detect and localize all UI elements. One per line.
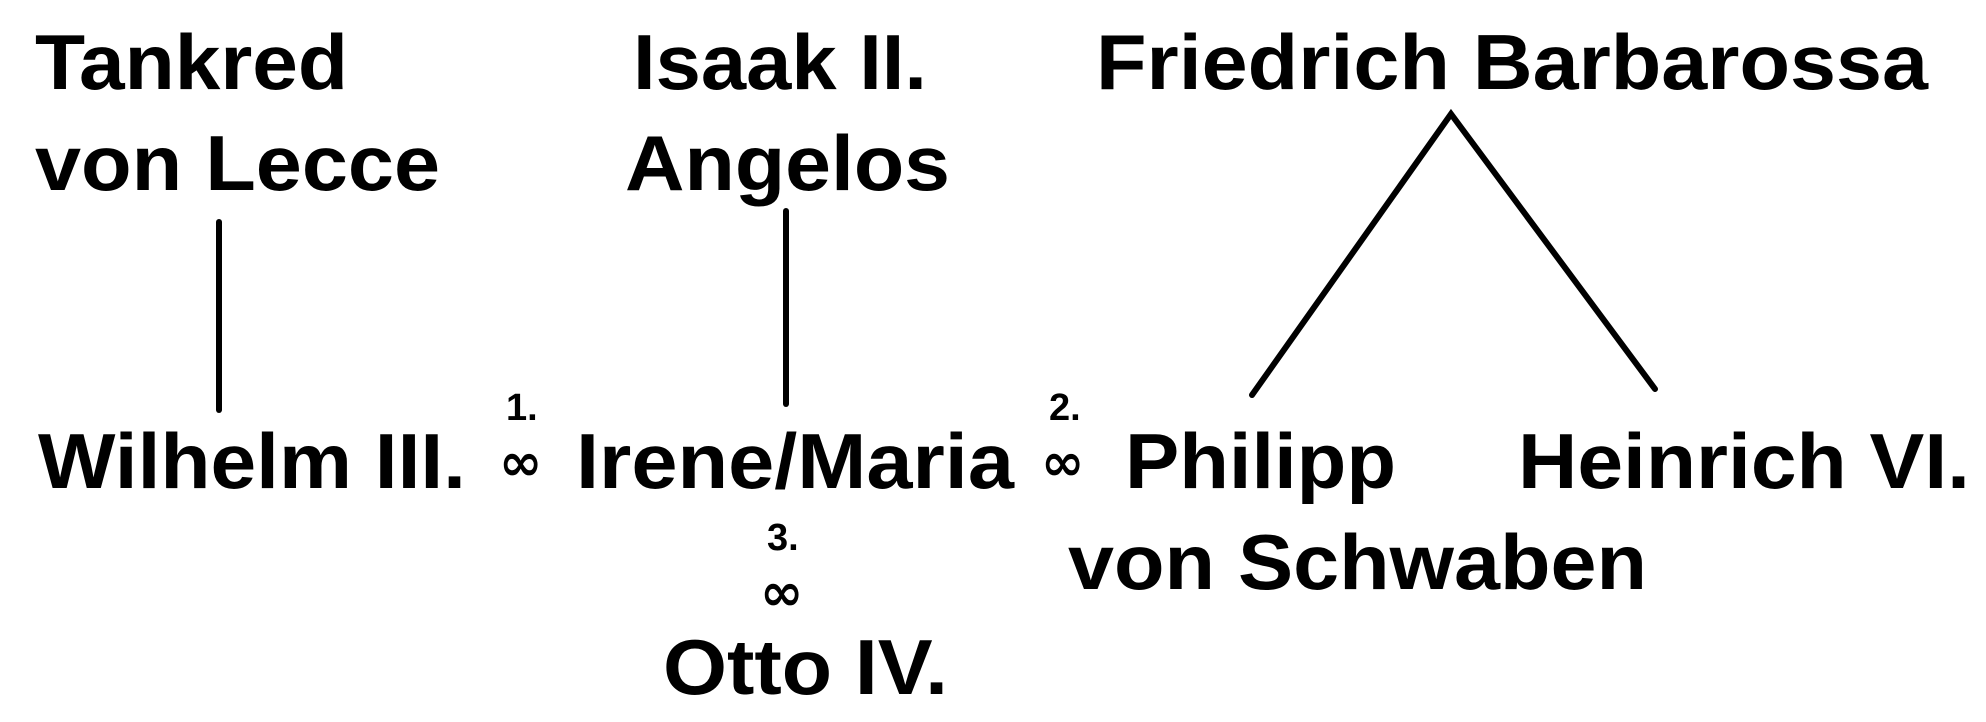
irene-maria-name: Irene/Maria (576, 417, 1015, 505)
isaak-name-line2: Angelos (625, 119, 950, 207)
isaak-name-line1: Isaak II. (633, 18, 927, 106)
tankred-name-line1: Tankred (35, 18, 348, 106)
marriage-3-symbol: ∞ (760, 563, 803, 623)
tankred-name-line2: von Lecce (35, 119, 440, 207)
wilhelm-name: Wilhelm III. (38, 417, 466, 505)
marriage-3-order: 3. (767, 517, 799, 559)
marriage-1-order: 1. (506, 387, 538, 429)
marriage-2-order: 2. (1049, 387, 1081, 429)
heinrich-name: Heinrich VI. (1518, 417, 1970, 505)
philipp-name-line1: Philipp (1125, 417, 1396, 505)
otto-name: Otto IV. (663, 623, 948, 711)
philipp-name-line2: von Schwaben (1068, 518, 1647, 606)
friedrich-barbarossa-name: Friedrich Barbarossa (1096, 18, 1929, 106)
barbarossa-descent-lines (1249, 108, 1658, 398)
marriage-1-symbol: ∞ (499, 433, 542, 493)
marriage-2-symbol: ∞ (1041, 433, 1084, 493)
